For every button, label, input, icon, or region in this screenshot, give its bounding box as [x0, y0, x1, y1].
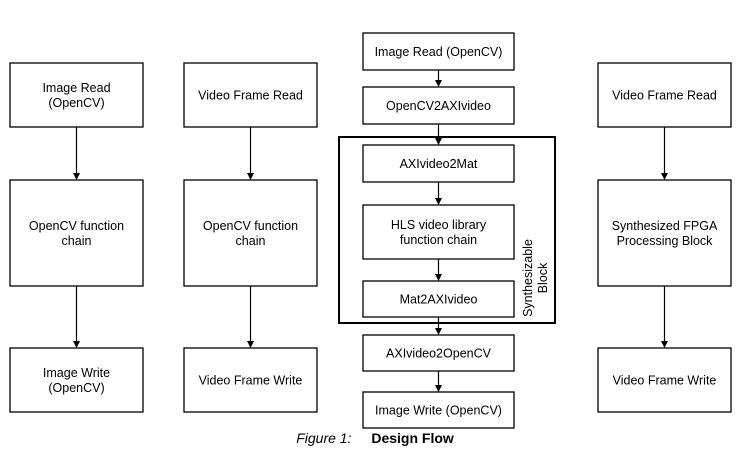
flow-box-col3-step2-label-line-1: OpenCV2AXIvideo: [386, 99, 491, 113]
flow-box-col3-step4-label-line-2: function chain: [400, 233, 477, 247]
flow-arrow-col1-1-to-2: [73, 127, 80, 180]
flow-box-col3-step1-label-line-1: Image Read (OpenCV): [375, 45, 503, 59]
flow-box-col4-step1: Video Frame Read: [597, 62, 732, 128]
figure-caption: Figure 1: Design Flow: [0, 430, 750, 446]
flow-box-col2-step2-label-line-1: OpenCV function: [203, 219, 298, 233]
flow-box-col2-step2-label-line-2: chain: [236, 234, 266, 248]
flow-arrow-col4-2-to-3: [661, 286, 668, 348]
flow-box-col4-step3: Video Frame Write: [597, 347, 732, 413]
flow-box-col3-step3: AXIvideo2Mat: [362, 144, 515, 183]
flow-arrow-col2-1-to-2: [247, 127, 254, 180]
flow-box-col3-step1: Image Read (OpenCV): [362, 32, 515, 71]
flow-box-col4-step2-label-line-1: Synthesized FPGA: [612, 219, 718, 233]
flow-box-col3-step6-label-line-1: AXIvideo2OpenCV: [386, 347, 492, 361]
figure-title: Design Flow: [371, 430, 454, 446]
flow-arrow-col3-2-to-3: [435, 124, 442, 145]
flow-box-col1-step1-label-line-2: (OpenCV): [48, 96, 104, 110]
flow-arrow-col1-2-to-3: [73, 286, 80, 348]
flow-box-col2-step1: Video Frame Read: [183, 62, 318, 128]
flow-box-col2-step1-label-line-1: Video Frame Read: [198, 89, 303, 103]
flow-box-col3-step7: Image Write (OpenCV): [362, 391, 515, 429]
flow-arrow-col3-1-to-2: [435, 70, 442, 87]
flow-box-col1-step2-label-line-1: OpenCV function: [29, 219, 124, 233]
flow-box-col2-step3: Video Frame Write: [183, 347, 318, 413]
flow-box-col1-step1-label-line-1: Image Read: [42, 81, 110, 95]
flow-box-col3-step6: AXIvideo2OpenCV: [362, 334, 515, 372]
synthesizable-block-label-line-1: Synthesizable: [521, 239, 535, 317]
flow-box-col3-step3-label-line-1: AXIvideo2Mat: [400, 157, 478, 171]
flow-arrow-col3-5-to-6: [435, 317, 442, 335]
flow-box-col1-step3: Image Write(OpenCV): [9, 347, 144, 413]
flow-arrow-col4-1-to-2: [661, 127, 668, 180]
flow-arrow-col3-3-to-4: [435, 182, 442, 205]
flow-box-col1-step3-label-line-2: (OpenCV): [48, 381, 104, 395]
flow-box-col1-step2-label-line-2: chain: [62, 234, 92, 248]
flow-box-col3-step4-label-line-1: HLS video library: [391, 218, 487, 232]
flow-box-col3-step5: Mat2AXIvideo: [362, 280, 515, 318]
figure-number: Figure 1:: [296, 430, 352, 446]
flow-box-col3-step2: OpenCV2AXIvideo: [362, 86, 515, 125]
flow-arrow-col3-6-to-7: [435, 371, 442, 392]
flow-box-col1-step1: Image Read(OpenCV): [9, 62, 144, 128]
flow-box-col3-step5-label-line-1: Mat2AXIvideo: [400, 293, 478, 307]
flow-arrow-col2-2-to-3: [247, 286, 254, 348]
flow-arrow-col3-4-to-5: [435, 259, 442, 281]
flow-box-col4-step2-label-line-2: Processing Block: [617, 234, 714, 248]
flow-box-col4-step3-label-line-1: Video Frame Write: [613, 374, 717, 388]
synthesizable-block-label-line-2: Block: [536, 262, 550, 293]
synthesizable-block-frame: [338, 136, 556, 324]
flow-box-col3-step7-label-line-1: Image Write (OpenCV): [375, 404, 502, 418]
flow-box-col2-step3-label-line-1: Video Frame Write: [199, 374, 303, 388]
flow-box-col1-step3-label-line-1: Image Write: [43, 366, 110, 380]
flow-box-col4-step1-label-line-1: Video Frame Read: [612, 89, 717, 103]
